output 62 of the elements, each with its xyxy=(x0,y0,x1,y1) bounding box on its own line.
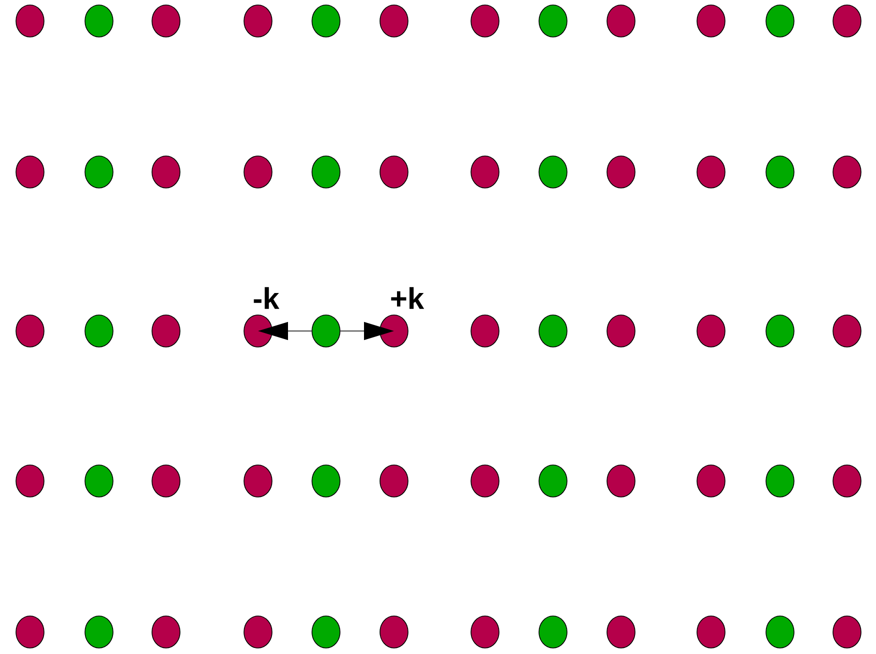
dot xyxy=(832,156,862,188)
dot xyxy=(84,314,114,348)
dot xyxy=(84,156,114,188)
dot xyxy=(538,464,568,498)
dot xyxy=(766,4,794,38)
dot xyxy=(84,616,114,648)
dot xyxy=(538,156,568,188)
dot xyxy=(84,464,114,498)
dot xyxy=(766,314,794,348)
dot xyxy=(538,616,568,648)
wave-vector-label: -k xyxy=(254,287,280,309)
dot xyxy=(696,156,726,188)
dot xyxy=(832,4,862,38)
dot xyxy=(380,616,408,648)
dot xyxy=(832,464,862,498)
dot xyxy=(606,314,636,348)
dot xyxy=(606,616,636,648)
dot xyxy=(312,4,340,38)
dot xyxy=(766,616,794,648)
dot xyxy=(538,314,568,348)
wave-vector-label: +k xyxy=(391,287,424,309)
dot xyxy=(696,4,726,38)
dot xyxy=(766,156,794,188)
dot xyxy=(152,4,180,38)
dot xyxy=(16,156,44,188)
dot xyxy=(606,464,636,498)
dot xyxy=(152,464,180,498)
dot xyxy=(380,156,408,188)
dot xyxy=(832,314,862,348)
dot xyxy=(832,616,862,648)
dot xyxy=(380,464,408,498)
dot xyxy=(312,464,340,498)
dot xyxy=(16,314,44,348)
dot xyxy=(152,156,180,188)
dot xyxy=(16,4,44,38)
dot xyxy=(312,616,340,648)
dot xyxy=(84,4,114,38)
dot xyxy=(152,616,180,648)
dot xyxy=(606,4,636,38)
dot xyxy=(16,464,44,498)
dot xyxy=(766,464,794,498)
dot xyxy=(470,4,500,38)
dot xyxy=(244,616,272,648)
dot xyxy=(538,4,568,38)
dot xyxy=(380,4,408,38)
dot xyxy=(16,616,44,648)
dot xyxy=(696,464,726,498)
dot xyxy=(696,616,726,648)
dot xyxy=(606,156,636,188)
dot xyxy=(244,464,272,498)
dot xyxy=(380,314,408,348)
dot xyxy=(470,616,500,648)
dot xyxy=(244,4,272,38)
dot xyxy=(470,464,500,498)
dot xyxy=(312,156,340,188)
dot xyxy=(470,314,500,348)
dot xyxy=(244,156,272,188)
dot xyxy=(470,156,500,188)
dot xyxy=(244,314,272,348)
dot xyxy=(696,314,726,348)
dot xyxy=(312,314,340,348)
dot xyxy=(152,314,180,348)
